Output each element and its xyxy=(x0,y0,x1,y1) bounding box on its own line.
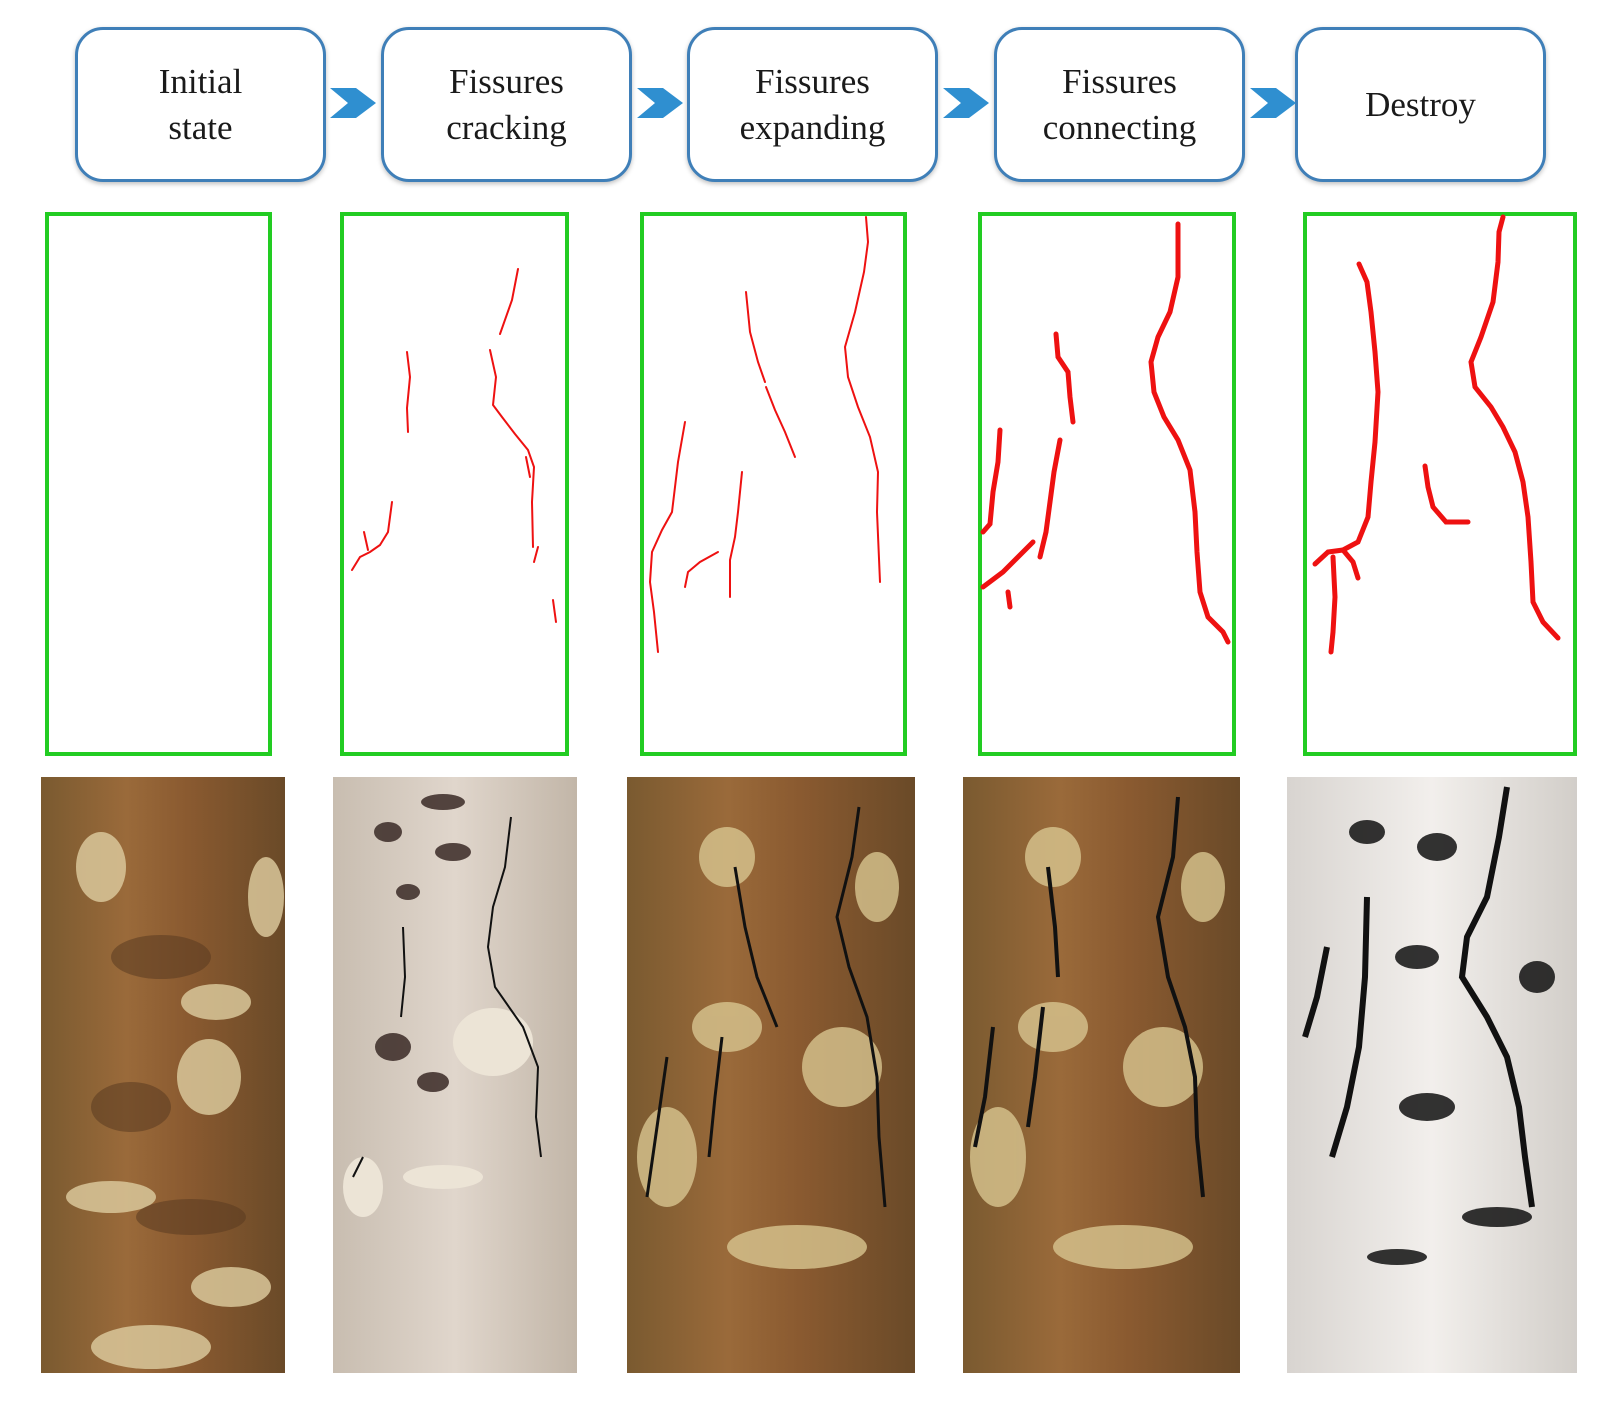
chevron-right-icon xyxy=(1250,88,1296,118)
chevron-right-icon xyxy=(943,88,989,118)
crack-sketch-fissures-cracking xyxy=(340,212,569,756)
chevron-right-icon xyxy=(330,88,376,118)
chevron-right-icon xyxy=(637,88,683,118)
stage-label: Fissures connecting xyxy=(1042,61,1197,147)
crack-sketch-fissures-connecting xyxy=(978,212,1236,756)
specimen-photo-fissures-expanding xyxy=(627,777,915,1373)
crack-sketch-initial-state xyxy=(45,212,272,756)
specimen-photo-destroy xyxy=(1287,777,1577,1373)
stage-box-initial-state: Initial state xyxy=(75,27,326,182)
crack-sketch-destroy xyxy=(1303,212,1577,756)
specimen-photo-initial-state xyxy=(41,777,285,1373)
stage-box-destroy: Destroy xyxy=(1295,27,1546,182)
stage-label: Initial state xyxy=(158,61,243,147)
crack-sketch-fissures-expanding xyxy=(640,212,907,756)
stage-box-fissures-expanding: Fissures expanding xyxy=(687,27,938,182)
stage-label: Fissures expanding xyxy=(739,61,886,147)
stage-label: Fissures cracking xyxy=(446,61,567,147)
stage-box-fissures-cracking: Fissures cracking xyxy=(381,27,632,182)
specimen-photo-fissures-connecting xyxy=(963,777,1240,1373)
specimen-photo-fissures-cracking xyxy=(333,777,577,1373)
stage-label: Destroy xyxy=(1365,84,1476,124)
stage-box-fissures-connecting: Fissures connecting xyxy=(994,27,1245,182)
